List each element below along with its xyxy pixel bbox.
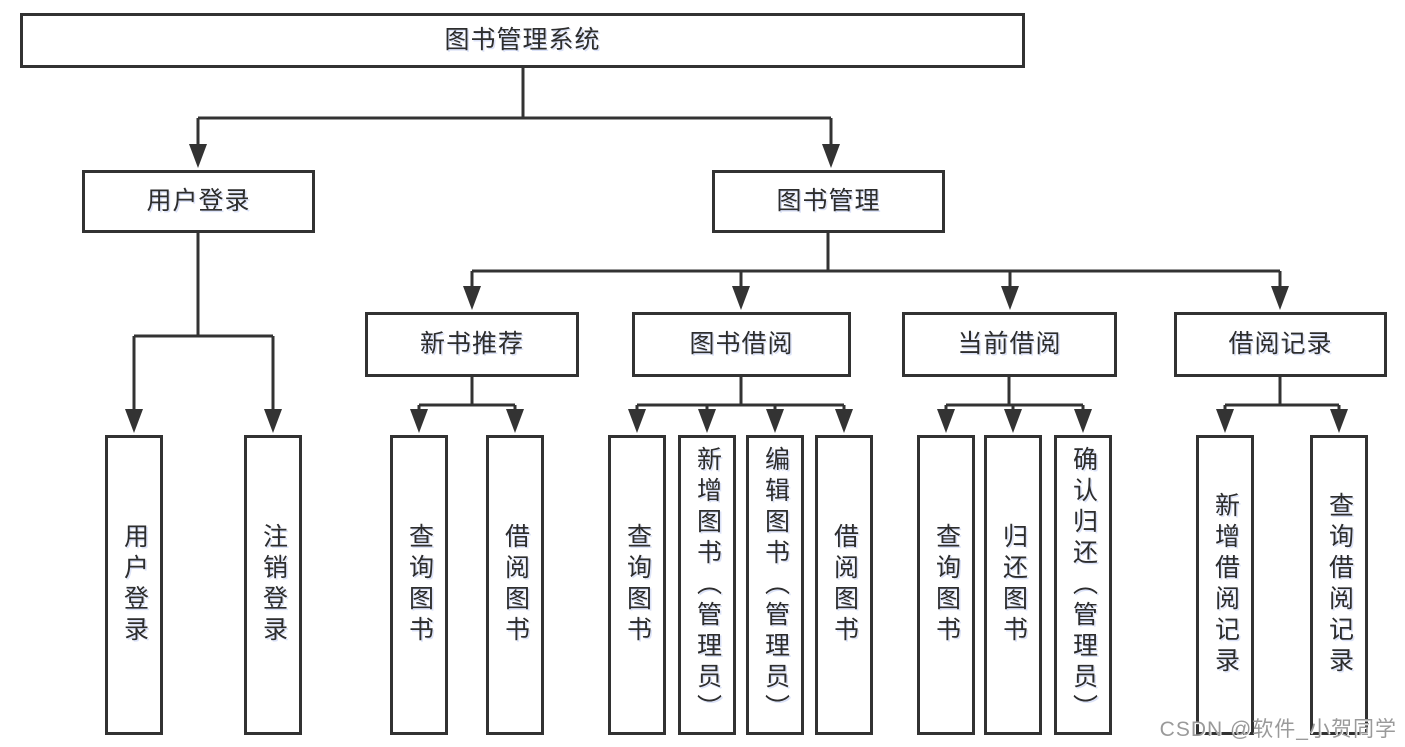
connector-current-borrow-branch: [937, 377, 1092, 433]
node-label: 查询图书: [623, 523, 652, 647]
arrowhead: [1004, 409, 1022, 433]
arrowhead: [822, 144, 840, 168]
node-label: 借阅图书: [501, 523, 530, 647]
node-label: 图书管理系统: [444, 26, 601, 55]
connector-new-book-branch: [410, 377, 524, 433]
leaf-query-book-3: 查询图书: [917, 435, 975, 735]
leaf-borrow-book-2: 借阅图书: [815, 435, 873, 735]
node-borrow-record: 借阅记录: [1174, 312, 1387, 377]
arrowhead: [410, 409, 428, 433]
connector-user-login-branch: [125, 233, 282, 433]
arrowhead: [1001, 286, 1019, 310]
leaf-add-book-admin: 新增图书（管理员）: [678, 435, 736, 735]
leaf-add-borrow-record: 新增借阅记录: [1196, 435, 1254, 735]
leaf-borrow-book-1: 借阅图书: [486, 435, 544, 735]
connector-borrow-record-branch: [1216, 377, 1348, 433]
node-book-borrow: 图书借阅: [632, 312, 851, 377]
arrowhead: [1216, 409, 1234, 433]
leaf-query-book-1: 查询图书: [390, 435, 448, 735]
node-user-login-group: 用户登录: [82, 170, 315, 233]
node-label: 用户登录: [146, 187, 251, 216]
arrowhead: [732, 286, 750, 310]
node-new-book-recommend: 新书推荐: [365, 312, 579, 377]
arrowhead: [125, 409, 143, 433]
node-root-system: 图书管理系统: [20, 13, 1025, 68]
leaf-query-borrow-record: 查询借阅记录: [1310, 435, 1368, 735]
node-label: 查询借阅记录: [1325, 492, 1354, 678]
node-label: 新增借阅记录: [1211, 492, 1240, 678]
leaf-query-book-2: 查询图书: [608, 435, 666, 735]
leaf-confirm-return-admin: 确认归还（管理员）: [1054, 435, 1112, 735]
arrowhead: [463, 286, 481, 310]
node-current-borrow: 当前借阅: [902, 312, 1117, 377]
node-label: 借阅图书: [830, 523, 859, 647]
node-label: 图书借阅: [689, 330, 794, 359]
node-label: 新增图书（管理员）: [693, 445, 722, 725]
arrowhead: [698, 409, 716, 433]
arrowhead: [264, 409, 282, 433]
connector-book-borrow-branch: [628, 377, 853, 433]
node-label: 新书推荐: [419, 330, 524, 359]
node-book-management: 图书管理: [712, 170, 945, 233]
node-label: 查询图书: [932, 523, 961, 647]
arrowhead: [766, 409, 784, 433]
connector-book-mgmt-branch: [463, 233, 1289, 310]
csdn-watermark: CSDN @软件_小贺同学: [1159, 718, 1397, 741]
node-label: 当前借阅: [957, 330, 1062, 359]
node-label: 编辑图书（管理员）: [761, 445, 790, 725]
leaf-edit-book-admin: 编辑图书（管理员）: [746, 435, 804, 735]
node-label: 归还图书: [999, 523, 1028, 647]
node-label: 借阅记录: [1228, 330, 1333, 359]
arrowhead: [189, 144, 207, 168]
node-label: 注销登录: [259, 523, 288, 647]
arrowhead: [835, 409, 853, 433]
arrowhead: [628, 409, 646, 433]
arrowhead: [1271, 286, 1289, 310]
arrowhead: [506, 409, 524, 433]
node-label: 查询图书: [405, 523, 434, 647]
node-label: 确认归还（管理员）: [1069, 445, 1098, 725]
arrowhead: [1074, 409, 1092, 433]
leaf-logout: 注销登录: [244, 435, 302, 735]
arrowhead: [1330, 409, 1348, 433]
node-label: 用户登录: [120, 523, 149, 647]
leaf-user-login: 用户登录: [105, 435, 163, 735]
node-label: 图书管理: [776, 187, 881, 216]
arrowhead: [937, 409, 955, 433]
leaf-return-book: 归还图书: [984, 435, 1042, 735]
connector-root-to-level2: [189, 68, 840, 168]
